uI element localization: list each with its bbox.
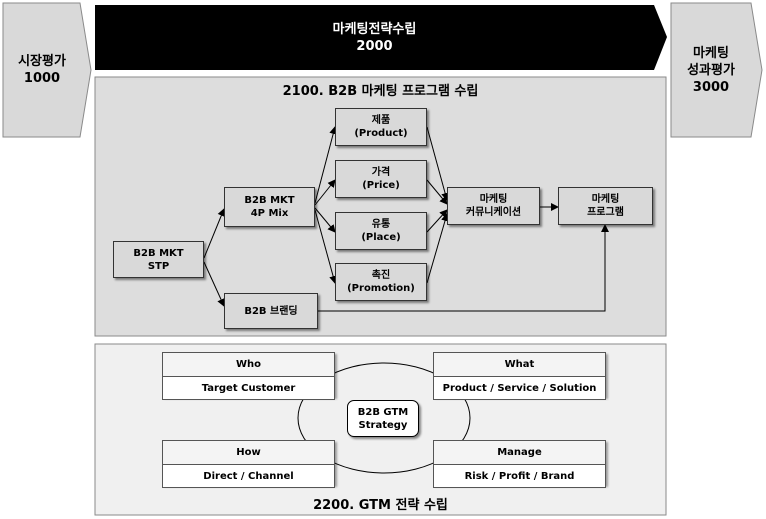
arrow-mix-to-product [314,126,338,204]
gtm-center-line2: Strategy [358,419,408,431]
node-place-line2: (Place) [361,232,401,243]
gtm-card-who-head: Who [162,352,335,377]
gtm-card-how-body: Direct / Channel [162,465,335,488]
left-step-label: 시장평가 1000 [3,3,81,137]
arrow-price-to-comm [426,179,448,205]
node-place: 유통 (Place) [335,212,427,250]
node-mix-line1: B2B MKT [244,195,295,206]
top-bar-label: 마케팅전략수립 2000 [95,5,654,70]
gtm-card-what: What Product / Service / Solution [433,352,606,400]
node-promotion: 촉진 (Promotion) [335,263,427,301]
left-step-line2: 1000 [23,71,61,86]
node-program-line1: 마케팅 [591,194,620,205]
node-marketing-program: 마케팅 프로그램 [558,187,653,225]
left-step-chevron [2,2,92,138]
node-4p-mix: B2B MKT 4P Mix [224,187,315,227]
gtm-card-who-body: Target Customer [162,377,335,400]
top-bar-line2: 2000 [356,38,393,54]
gtm-ring [297,362,471,474]
arrow-product-to-comm [426,126,450,201]
section-2100-title: 2100. B2B 마케팅 프로그램 수립 [282,84,479,99]
arrow-stp-to-brand [203,261,225,307]
section-2200-title: 2200. GTM 전략 수립 [313,498,448,513]
arrow-brand-to-program [318,224,609,312]
node-product-line1: 제품 [371,115,391,126]
gtm-card-how: How Direct / Channel [162,440,335,488]
gtm-center-line1: B2B GTM [357,406,409,418]
arrow-stp-to-mix [203,208,226,259]
gtm-card-how-head: How [162,440,335,465]
right-step-label: 마케팅 성과평가 3000 [671,3,751,137]
node-mix-line2: 4P Mix [250,208,289,219]
node-marketing-communication: 마케팅 커뮤니케이션 [447,187,540,225]
node-comm-line2: 커뮤니케이션 [465,207,522,218]
gtm-card-manage: Manage Risk / Profit / Brand [433,440,606,488]
node-stp-line1: B2B MKT [133,247,184,259]
top-bar-line1: 마케팅전략수립 [332,21,417,37]
gtm-center-box: B2B GTM Strategy [347,400,419,437]
node-price-line2: (Price) [362,180,400,191]
top-arrow-bar [95,5,667,70]
right-step-line3: 3000 [692,79,730,95]
gtm-card-what-head: What [433,352,606,377]
node-price: 가격 (Price) [335,160,427,198]
node-branding: B2B 브랜딩 [224,293,318,329]
node-place-line1: 유통 [371,219,391,230]
right-step-line2: 성과평가 [687,62,735,78]
node-stp: B2B MKT STP [113,241,204,278]
node-brand-line1: B2B 브랜딩 [244,305,298,317]
node-comm-line1: 마케팅 [479,194,508,205]
arrow-mix-to-promotion [314,209,338,284]
node-program-line2: 프로그램 [587,207,624,218]
right-step-chevron [670,2,763,138]
node-price-line1: 가격 [371,167,391,178]
node-promotion-line1: 촉진 [371,270,391,281]
arrow-mix-to-price [314,179,336,206]
node-promotion-line2: (Promotion) [347,283,415,294]
right-step-line1: 마케팅 [693,45,729,61]
gtm-card-what-body: Product / Service / Solution [433,377,606,400]
node-product-line2: (Product) [354,128,408,139]
node-product: 제품 (Product) [335,108,427,146]
gtm-card-manage-head: Manage [433,440,606,465]
arrow-promotion-to-comm [426,213,449,284]
node-stp-line2: STP [147,260,170,272]
left-step-line1: 시장평가 [18,54,66,69]
gtm-card-manage-body: Risk / Profit / Brand [433,465,606,488]
gtm-card-who: Who Target Customer [162,352,335,400]
arrow-mix-to-place [314,207,336,233]
